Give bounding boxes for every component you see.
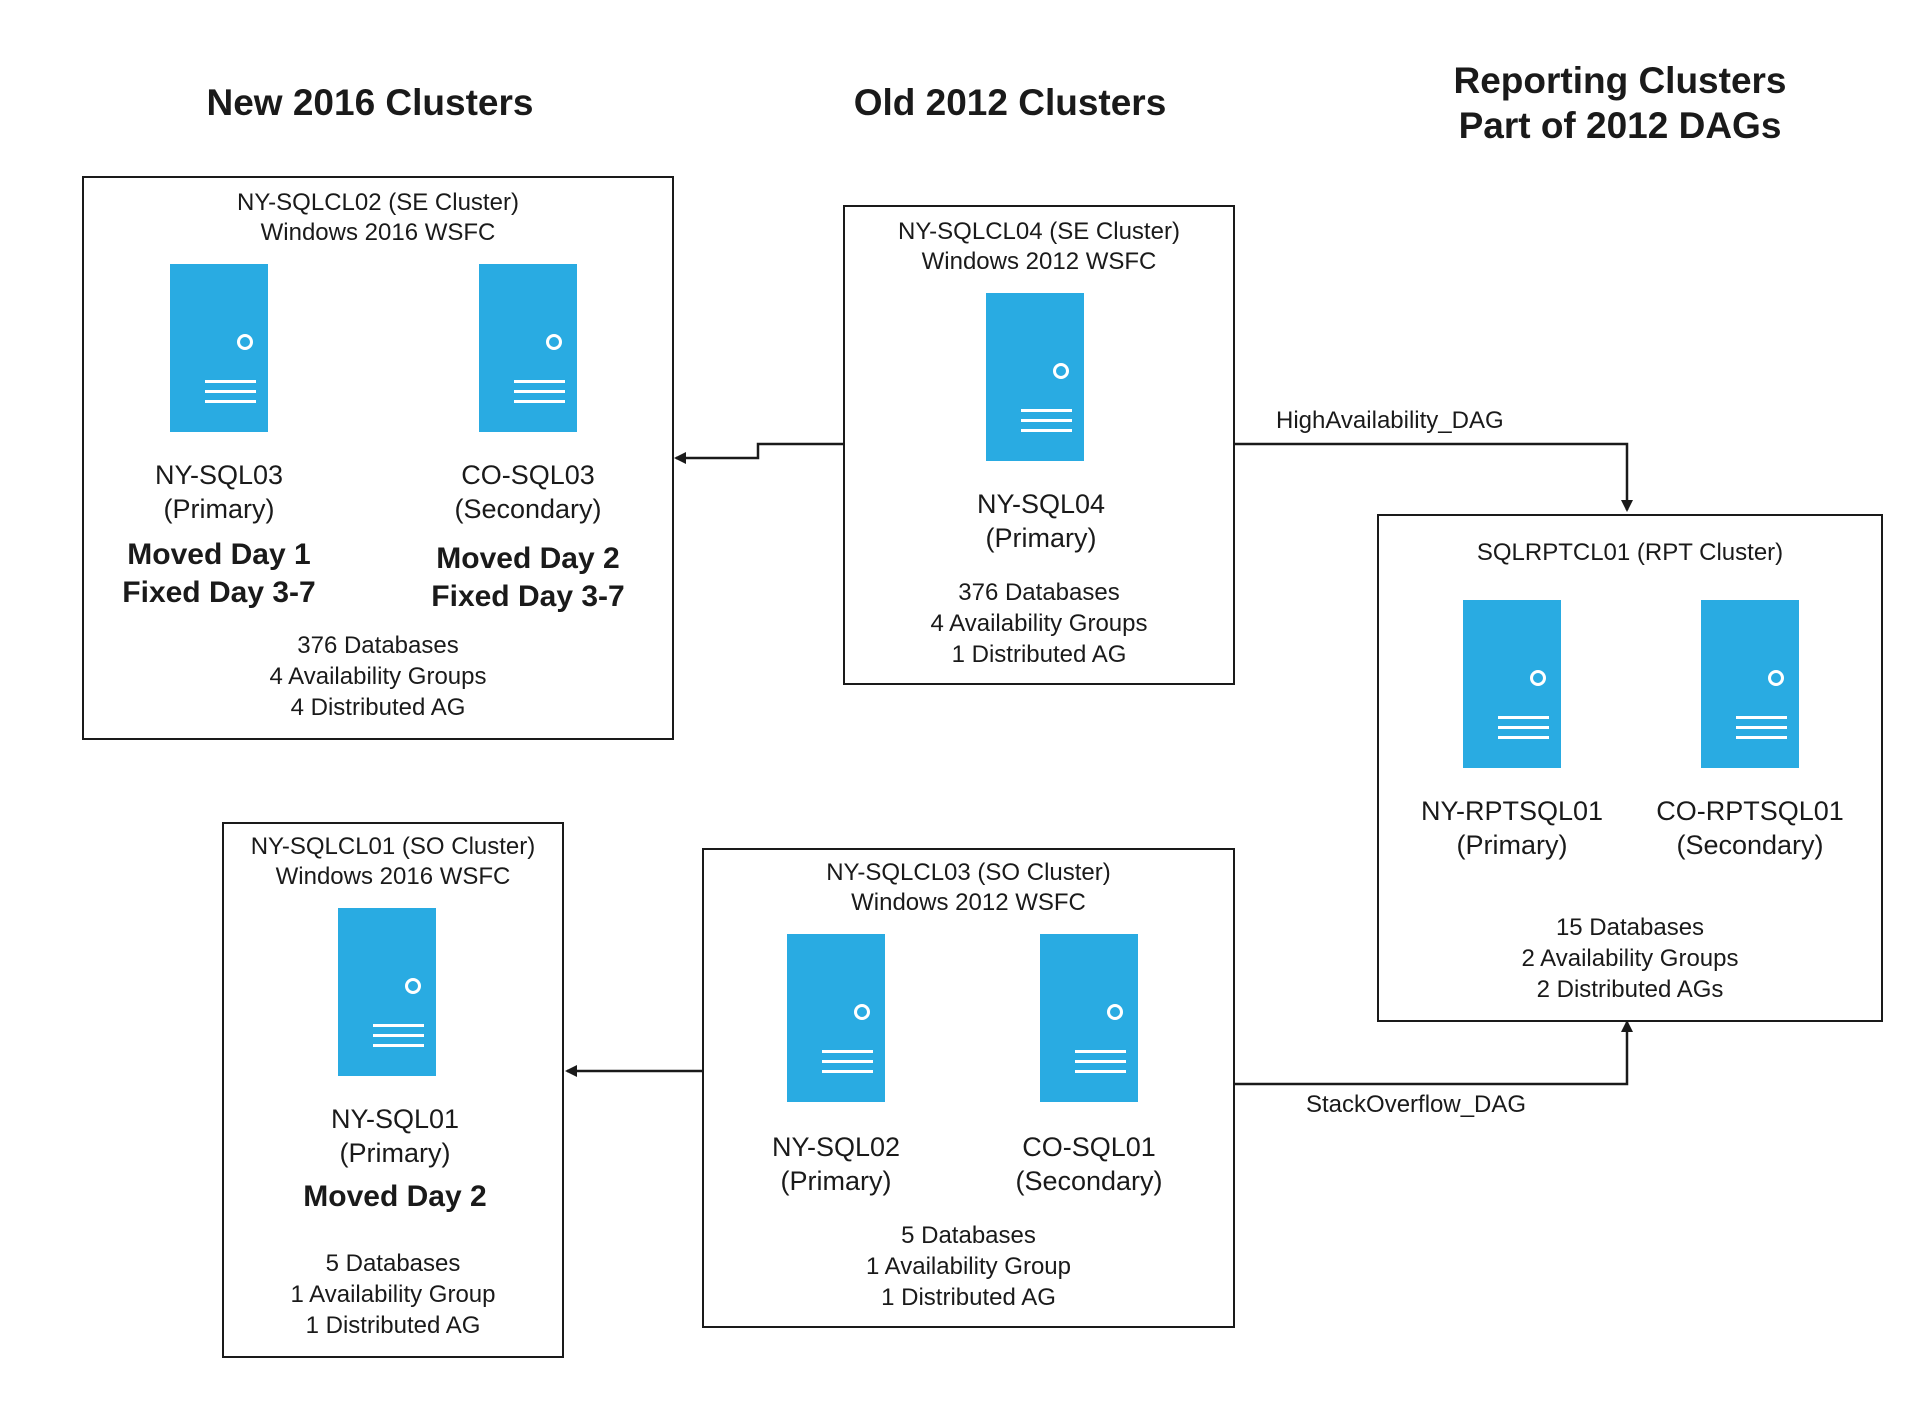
cluster-stat: 2 Distributed AGs [1536,976,1724,1003]
cluster-stat: 4 Availability Groups [930,610,1148,637]
cluster-stat: 1 Availability Group [290,1281,496,1308]
column-title-reporting-line1: Reporting Clusters [1453,60,1787,101]
server-role: (Secondary) [1015,1166,1163,1196]
server-icon [1463,600,1561,768]
cluster-box-ny-sqlcl01: NY-SQLCL01 (SO Cluster) Windows 2016 WSF… [222,822,564,1358]
migration-note: Fixed Day 3-7 [431,580,625,613]
cluster-box-ny-sqlcl02: NY-SQLCL02 (SE Cluster) Windows 2016 WSF… [82,176,674,740]
arrow-cl04-to-cl02 [674,442,843,464]
cluster-os: Windows 2012 WSFC [921,248,1157,275]
cluster-stat: 5 Databases [325,1250,461,1277]
server-name: NY-SQL03 [154,460,284,490]
server-name: NY-SQL01 [330,1104,460,1134]
migration-note: Moved Day 1 [127,538,311,571]
arrow-so-dag [1233,1020,1633,1086]
server-icon [1040,934,1138,1102]
server-role: (Primary) [163,494,275,524]
cluster-title: SQLRPTCL01 (RPT Cluster) [1476,539,1784,566]
server-name: CO-SQL01 [1022,1132,1156,1162]
arrow-ha-dag [1233,442,1633,512]
cluster-stat: 4 Distributed AG [290,694,466,721]
cluster-stat: 2 Availability Groups [1521,945,1739,972]
server-icon [787,934,885,1102]
migration-note: Moved Day 2 [303,1180,487,1213]
server-icon [1701,600,1799,768]
cluster-stat: 1 Distributed AG [951,641,1127,668]
server-icon [170,264,268,432]
server-icon [986,293,1084,461]
cluster-title: NY-SQLCL03 (SO Cluster) [826,859,1111,886]
cluster-stat: 15 Databases [1555,914,1705,941]
cluster-os: Windows 2012 WSFC [851,889,1086,916]
cluster-stat: 1 Distributed AG [881,1284,1056,1311]
migration-note: Fixed Day 3-7 [122,576,316,609]
server-role: (Primary) [985,523,1097,553]
server-name: CO-SQL03 [461,460,595,490]
server-role: (Primary) [1456,830,1568,860]
link-label-so-dag: StackOverflow_DAG [1306,1091,1527,1118]
server-name: NY-SQL02 [771,1132,901,1162]
cluster-box-ny-sqlcl03: NY-SQLCL03 (SO Cluster) Windows 2012 WSF… [702,848,1235,1328]
server-name: NY-SQL04 [976,489,1106,519]
server-role: (Secondary) [454,494,602,524]
cluster-stat: 376 Databases [297,632,459,659]
cluster-os: Windows 2016 WSFC [260,219,496,246]
column-title-new: New 2016 Clusters [206,82,534,123]
migration-note: Moved Day 2 [436,542,620,575]
cluster-box-sqlrptcl01: SQLRPTCL01 (RPT Cluster) NY-RPTSQL01 (Pr… [1377,514,1883,1022]
server-name: CO-RPTSQL01 [1656,796,1844,826]
server-icon [479,264,577,432]
cluster-stat: 376 Databases [958,579,1120,606]
cluster-stat: 1 Distributed AG [305,1312,481,1339]
cluster-box-ny-sqlcl04: NY-SQLCL04 (SE Cluster) Windows 2012 WSF… [843,205,1235,685]
cluster-stat: 4 Availability Groups [269,663,487,690]
column-title-old: Old 2012 Clusters [853,82,1167,123]
cluster-title: NY-SQLCL01 (SO Cluster) [250,833,536,860]
link-label-ha-dag: HighAvailability_DAG [1276,407,1504,434]
cluster-title: NY-SQLCL04 (SE Cluster) [898,218,1180,245]
column-title-reporting-line2: Part of 2012 DAGs [1458,105,1782,146]
server-role: (Primary) [780,1166,892,1196]
server-role: (Secondary) [1676,830,1824,860]
column-title-reporting: Reporting Clusters Part of 2012 DAGs [1410,58,1830,148]
cluster-title: NY-SQLCL02 (SE Cluster) [237,189,519,216]
server-name: NY-RPTSQL01 [1420,796,1604,826]
cluster-stat: 1 Availability Group [865,1253,1071,1280]
cluster-os: Windows 2016 WSFC [275,863,511,890]
server-icon [338,908,436,1076]
cluster-stat: 5 Databases [901,1222,1036,1249]
server-role: (Primary) [339,1138,451,1168]
